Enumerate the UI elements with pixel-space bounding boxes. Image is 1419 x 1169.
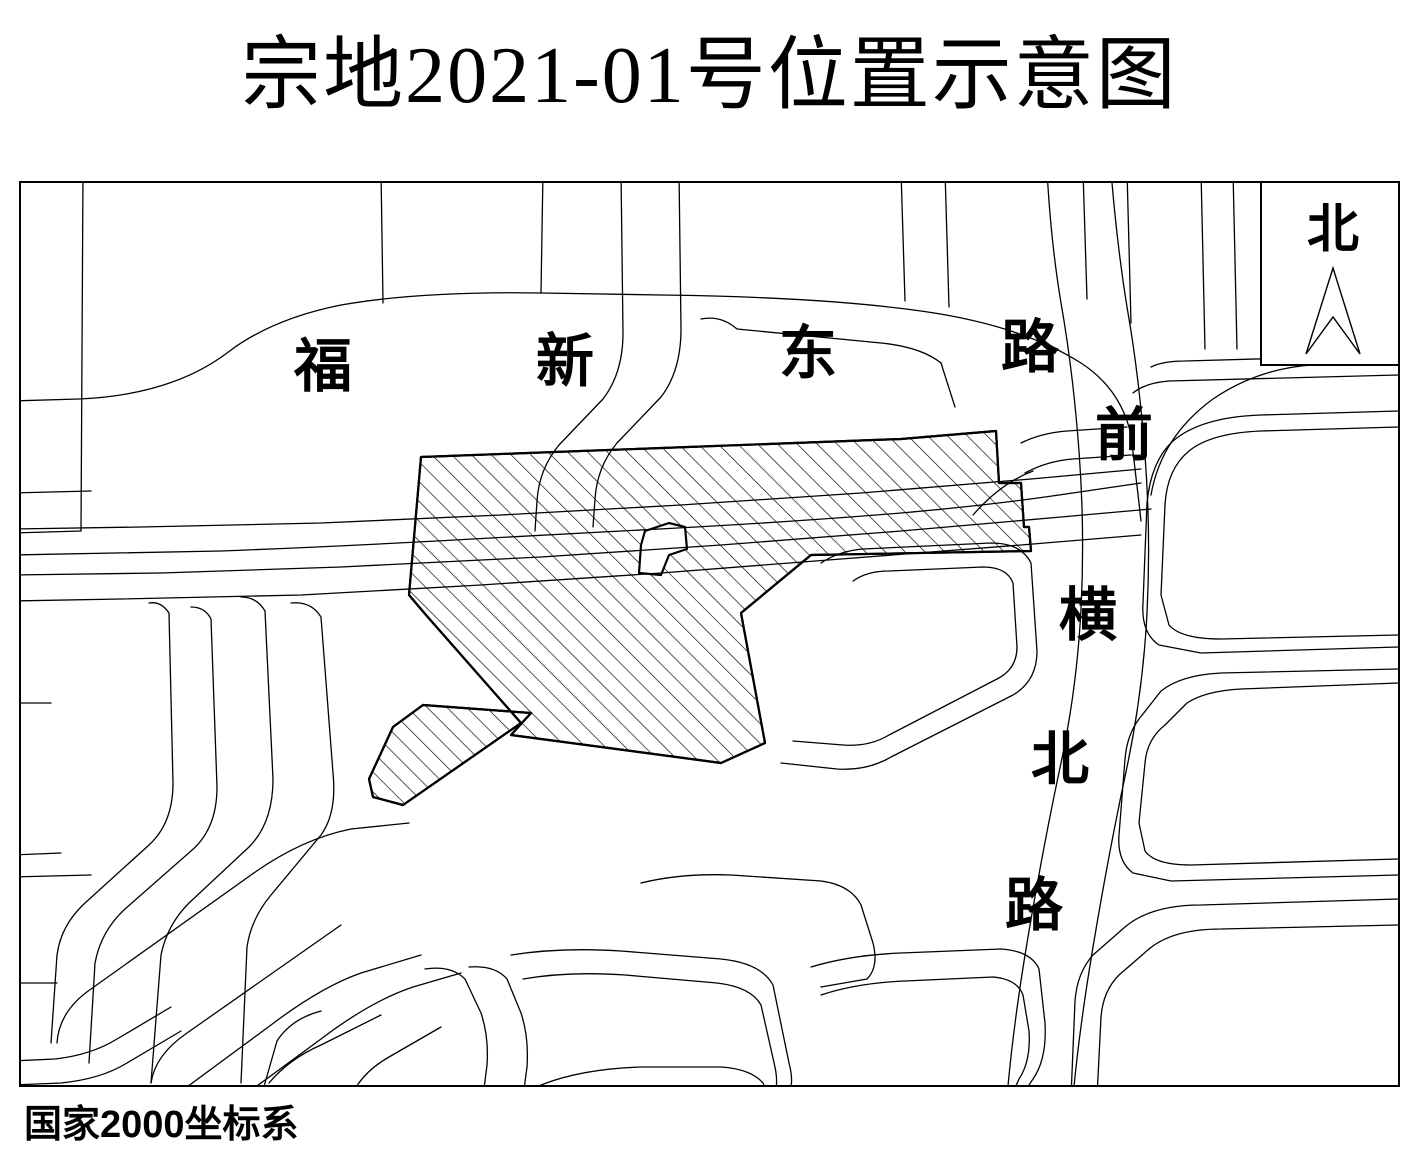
road-label-bei-vertical: 北 (1031, 727, 1090, 792)
street-block-outlines (21, 183, 1398, 1085)
road-label-qian: 前 (1095, 403, 1154, 468)
page-title: 宗地2021-01号位置示意图 (241, 32, 1178, 120)
map-frame[interactable]: 福 新 东 路 前 横 北 路 北 (19, 181, 1400, 1087)
road-label-dong: 东 (779, 321, 838, 386)
north-arrow-icon (1305, 265, 1361, 355)
coordinate-system-note: 国家2000坐标系 (24, 1104, 299, 1146)
parcel-polygon[interactable] (367, 429, 1033, 807)
north-arrow-box: 北 (1260, 183, 1398, 366)
road-label-lu-horizontal: 路 (1001, 315, 1060, 380)
map-canvas (21, 183, 1398, 1085)
road-label-fu: 福 (294, 334, 353, 399)
road-label-lu-vertical: 路 (1005, 873, 1064, 938)
road-label-heng: 横 (1059, 583, 1118, 648)
road-label-xin: 新 (536, 329, 595, 394)
north-label: 北 (1306, 202, 1359, 259)
